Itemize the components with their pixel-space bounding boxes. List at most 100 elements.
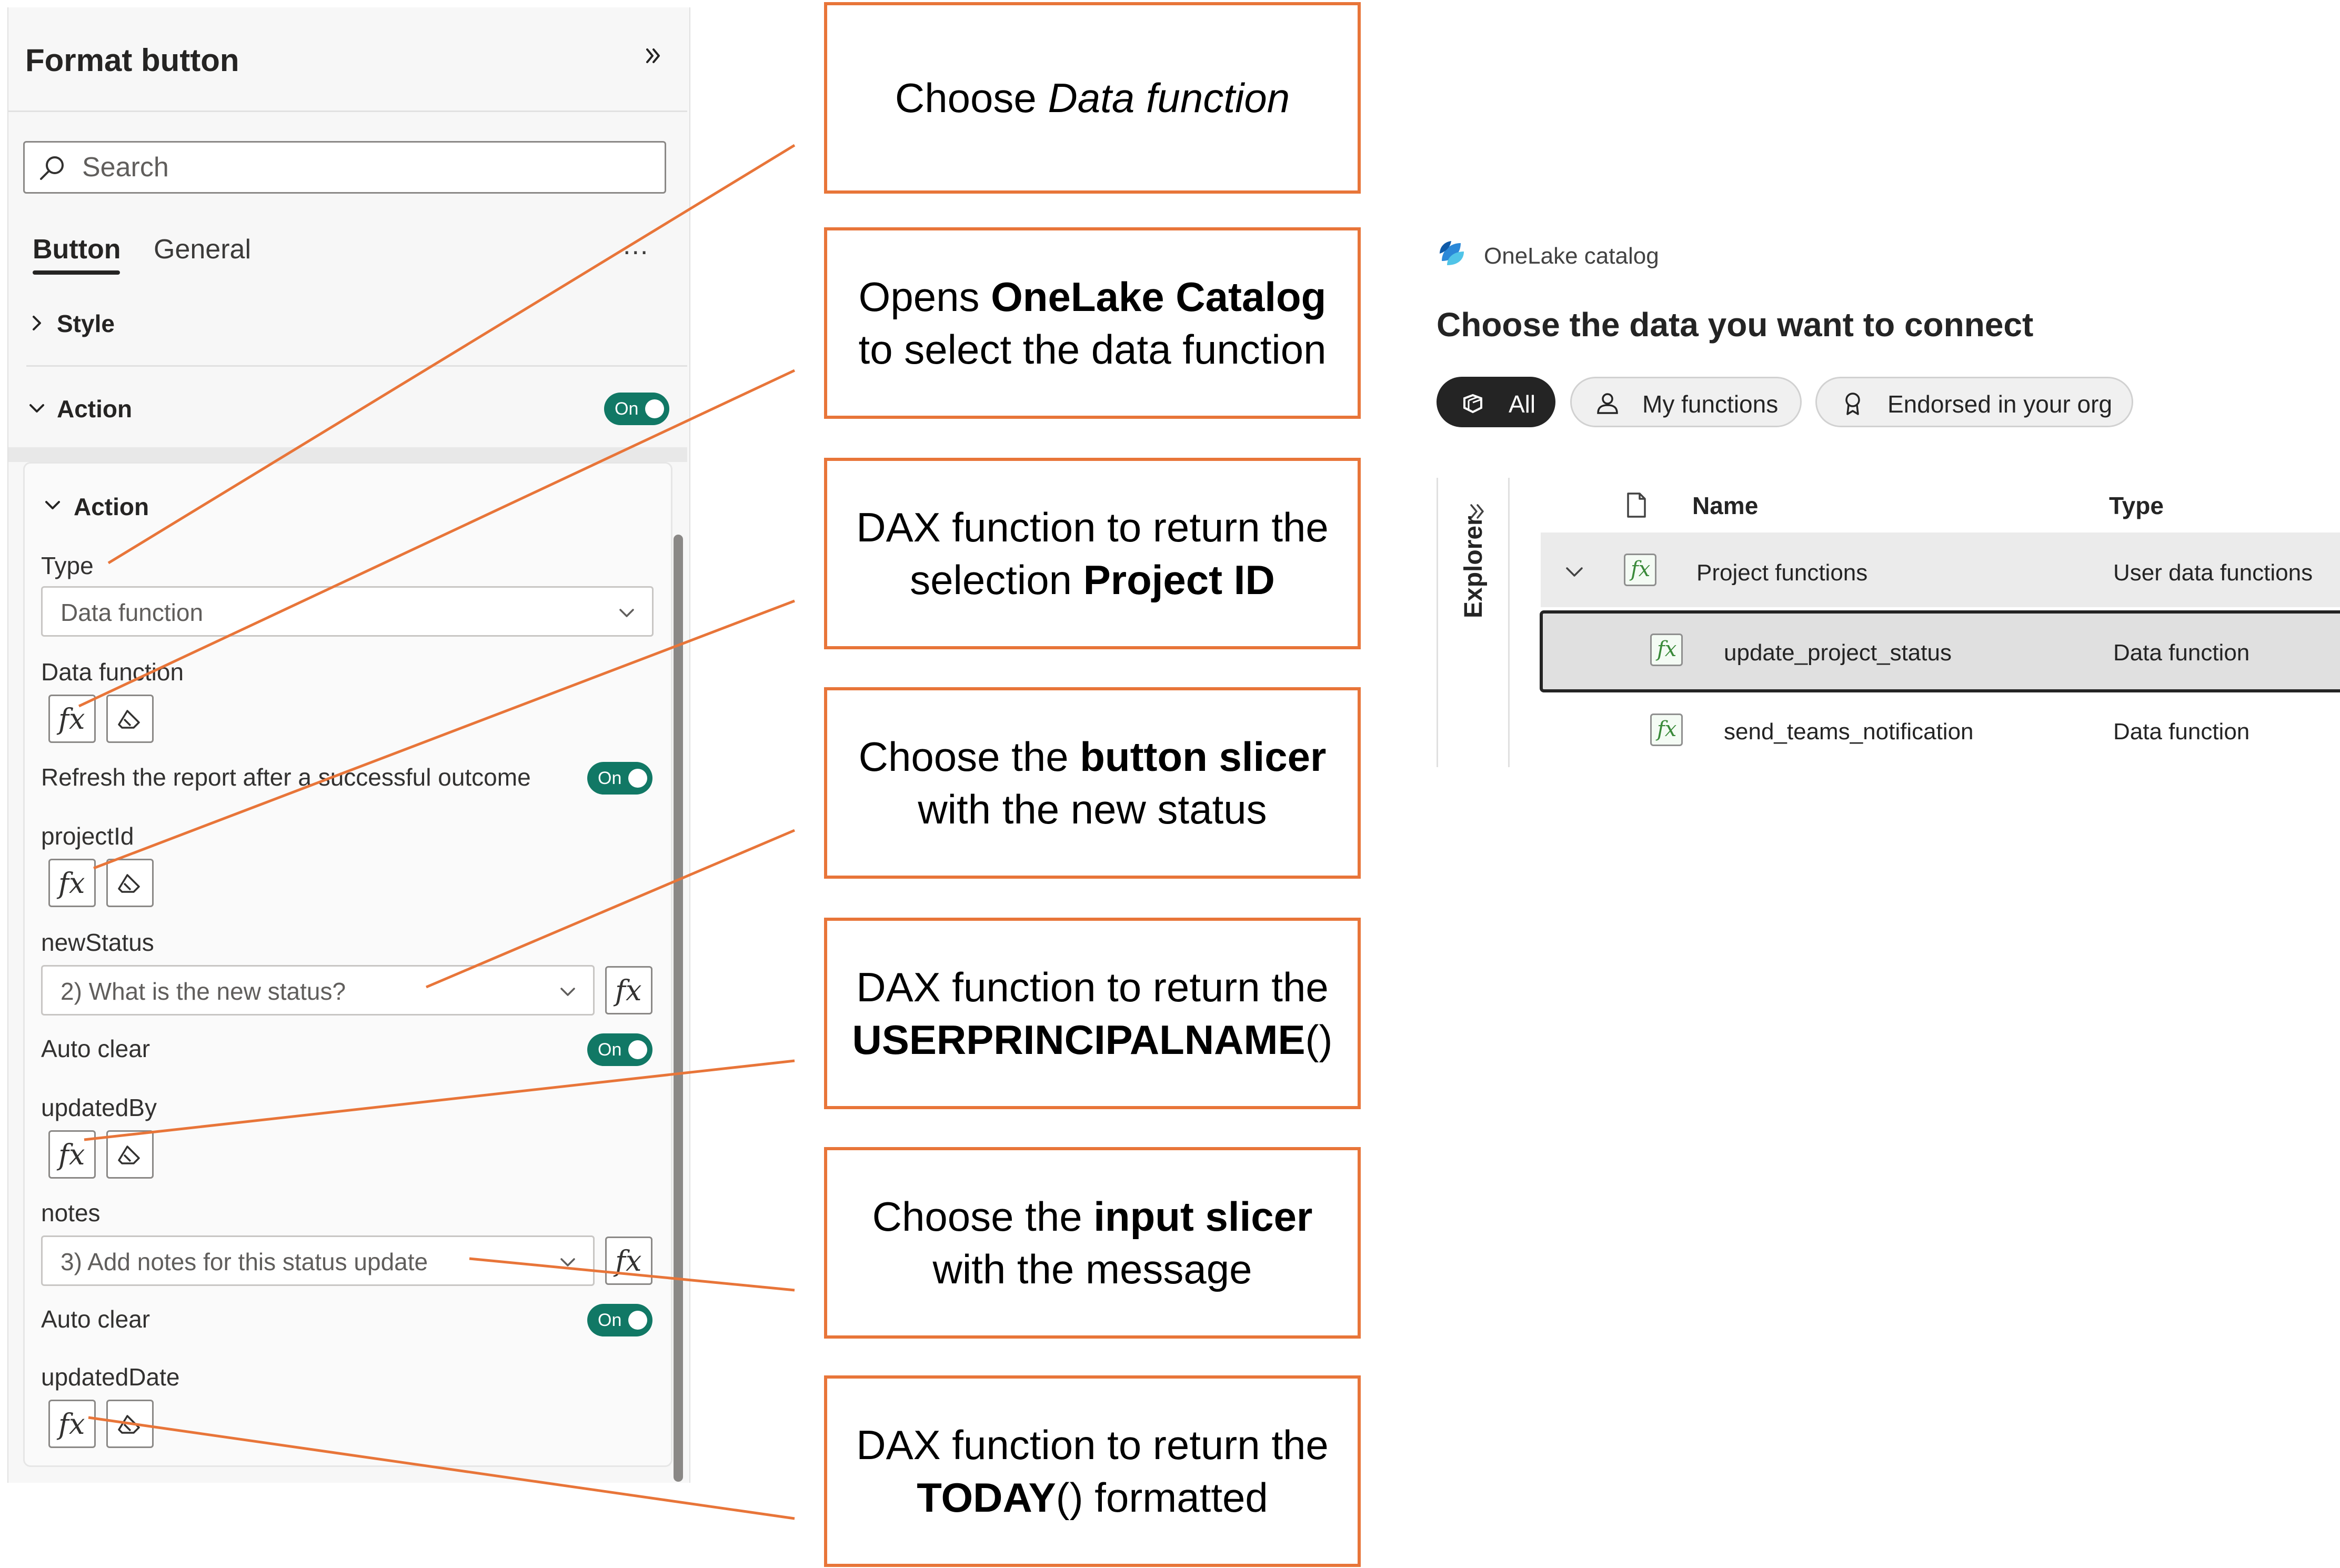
auto-clear-label: Auto clear [41, 1035, 150, 1062]
section-divider [26, 365, 687, 367]
new-status-label: newStatus [41, 929, 154, 956]
tab-button-underline [33, 270, 120, 275]
toggle-label: On [615, 399, 639, 419]
row-type: Data function [2113, 719, 2250, 745]
toggle-knob [628, 769, 647, 788]
type-dropdown[interactable]: Data function [41, 586, 654, 637]
tab-button[interactable]: Button [33, 234, 121, 265]
fx-icon: fx [615, 974, 642, 1007]
more-options-button[interactable]: ... [623, 230, 649, 260]
project-id-label: projectId [41, 822, 134, 850]
onelake-logo-icon [1440, 241, 1464, 265]
card-header-action[interactable]: Action [74, 493, 149, 520]
updated-by-fx-button[interactable]: fx [48, 1130, 96, 1179]
data-function-icon: fx [1650, 713, 1683, 746]
new-status-value: 2) What is the new status? [61, 978, 346, 1005]
updated-date-fx-button[interactable]: fx [48, 1400, 96, 1448]
chevron-down-icon[interactable] [42, 495, 63, 516]
project-id-clear-button[interactable] [106, 859, 154, 907]
onelake-heading: Choose the data you want to connect [1437, 306, 2034, 344]
new-status-fx-button[interactable]: fx [605, 966, 652, 1014]
person-icon [1597, 393, 1618, 414]
notes-dropdown[interactable]: 3) Add notes for this status update [41, 1235, 595, 1286]
column-header-type[interactable]: Type [2109, 492, 2164, 519]
type-label: Type [41, 552, 94, 579]
new-status-dropdown[interactable]: 2) What is the new status? [41, 965, 595, 1016]
row-name: Project functions [1696, 560, 1868, 586]
refresh-toggle[interactable]: On [587, 762, 652, 795]
row-type: User data functions [2113, 560, 2313, 586]
explorer-divider [1508, 478, 1510, 767]
toggle-label: On [598, 1040, 622, 1060]
expand-explorer-icon[interactable] [1466, 500, 1489, 523]
notes-fx-button[interactable]: fx [605, 1237, 652, 1285]
chevron-down-icon [619, 609, 634, 617]
row-name: update_project_status [1724, 640, 1952, 666]
eraser-icon [118, 874, 140, 893]
data-function-icon: fx [1650, 634, 1683, 666]
toggle-knob [628, 1311, 647, 1330]
chevron-down-icon[interactable] [26, 398, 47, 419]
pane-title: Format button [25, 43, 239, 78]
filter-all[interactable]: All [1437, 377, 1555, 427]
chevron-right-icon[interactable] [26, 313, 47, 334]
row-name: send_teams_notification [1724, 719, 1974, 745]
callout-choose-data-function: Choose Data function [824, 2, 1361, 194]
row-type: Data function [2113, 640, 2250, 666]
refresh-label: Refresh the report after a successful ou… [41, 763, 531, 791]
data-function-fx-button[interactable]: fx [48, 695, 96, 743]
eraser-icon [118, 710, 140, 729]
data-function-clear-button[interactable] [106, 695, 154, 743]
explorer-label[interactable]: Explorer [1460, 516, 1488, 618]
toggle-label: On [598, 768, 622, 788]
fx-icon: fx [58, 1138, 85, 1171]
explorer-divider [1437, 478, 1438, 767]
callout-text: Choose Data function [895, 75, 1290, 121]
updated-by-clear-button[interactable] [106, 1130, 154, 1179]
data-function-label: Data function [41, 658, 184, 686]
onelake-app-title: OneLake catalog [1484, 243, 1659, 269]
card-top-band [8, 447, 687, 462]
column-header-name[interactable]: Name [1692, 492, 1759, 519]
auto-clear-toggle[interactable]: On [587, 1033, 652, 1066]
section-action[interactable]: Action [57, 395, 133, 423]
notes-value: 3) Add notes for this status update [61, 1248, 428, 1275]
toggle-knob [628, 1040, 647, 1059]
scrollbar[interactable] [674, 535, 683, 1482]
auto-clear-label: Auto clear [41, 1305, 150, 1333]
updated-by-label: updatedBy [41, 1094, 157, 1121]
chevron-down-icon[interactable] [1563, 561, 1586, 584]
type-dropdown-value: Data function [61, 599, 204, 626]
toggle-label: On [598, 1310, 622, 1330]
action-toggle[interactable]: On [604, 393, 669, 425]
filter-my-functions-label: My functions [1642, 390, 1779, 418]
chevron-down-icon [560, 988, 575, 996]
search-placeholder: Search [82, 152, 169, 183]
section-style[interactable]: Style [57, 310, 115, 337]
fx-icon: fx [58, 1408, 85, 1441]
filter-endorsed[interactable]: Endorsed in your org [1815, 377, 2133, 427]
filter-endorsed-label: Endorsed in your org [1887, 390, 2113, 418]
auto-clear-toggle[interactable]: On [587, 1304, 652, 1336]
project-id-fx-button[interactable]: fx [48, 859, 96, 907]
updated-date-clear-button[interactable] [106, 1400, 154, 1448]
chevron-down-icon [560, 1258, 575, 1267]
collapse-pane-icon[interactable] [641, 43, 666, 68]
function-set-icon: fx [1624, 554, 1656, 586]
tab-general[interactable]: General [154, 234, 251, 265]
fx-icon: fx [58, 867, 85, 900]
search-icon [40, 156, 64, 180]
filter-my-functions[interactable]: My functions [1570, 377, 1802, 427]
table-row-project-functions[interactable] [1541, 532, 2340, 607]
toggle-knob [645, 399, 664, 418]
